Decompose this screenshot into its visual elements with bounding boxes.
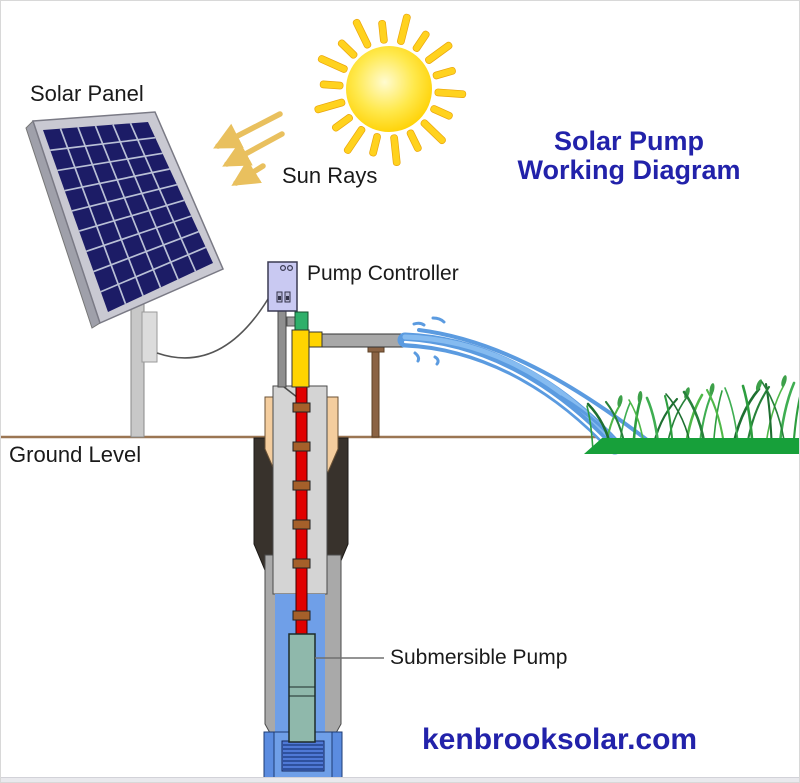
watermark-text: kenbrooksolar.com: [422, 723, 698, 756]
drop-pipe: [292, 386, 311, 637]
solar-panel-icon: [25, 111, 224, 329]
page-title-line2: Working Diagram: [517, 155, 741, 185]
submersible-pump-icon: [288, 633, 316, 743]
pump-controller-icon: [267, 261, 298, 388]
solar-panel-label: Solar Panel: [30, 81, 144, 106]
sun-rays-arrows-icon: [213, 111, 285, 186]
pump-controller-label: Pump Controller: [307, 262, 459, 285]
page-title-line1: Solar Pump: [553, 126, 705, 156]
bottom-border-strip: [1, 777, 799, 782]
pipe-assembly: [286, 311, 404, 438]
panel-pole: [130, 293, 158, 438]
submersible-pump-label: Submersible Pump: [390, 646, 568, 669]
sun-rays-label: Sun Rays: [282, 163, 378, 188]
page-title: Solar Pump Working Diagram: [484, 127, 774, 185]
panel-to-controller-wire: [156, 298, 269, 359]
water-spray-icon: [397, 316, 653, 455]
sun-icon: [314, 13, 467, 166]
grass-icon: [584, 375, 799, 454]
well-screen-icon: [283, 744, 323, 770]
ground-level-label: Ground Level: [9, 442, 142, 467]
